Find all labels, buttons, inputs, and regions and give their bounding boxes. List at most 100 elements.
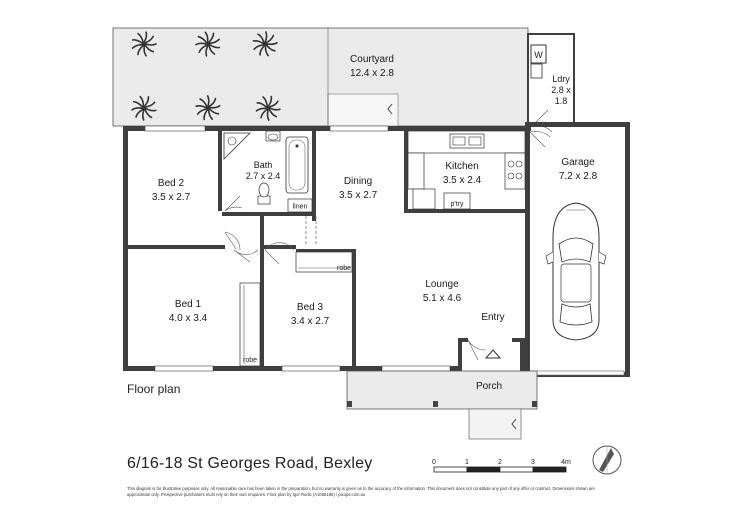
kitchen-size: 3.5 x 2.4 xyxy=(443,175,482,186)
scale-tick-1: 1 xyxy=(465,459,469,466)
wall-bath-bottom xyxy=(222,212,316,216)
wall-entry-top-left xyxy=(458,338,468,342)
toilet-icon xyxy=(257,182,271,205)
robe-bed3 xyxy=(295,251,353,273)
palm-plant-icon xyxy=(195,31,221,57)
courtyard-gate xyxy=(387,103,393,115)
palm-plant-icon xyxy=(252,31,278,57)
scale-bar: 0 1 2 3 4m xyxy=(432,459,571,473)
window-lounge xyxy=(381,365,451,372)
bed3-name: Bed 3 xyxy=(297,302,324,313)
disclaimer-text: This diagram is for illustrative purpose… xyxy=(127,486,595,497)
linen-cupboard xyxy=(287,198,313,213)
lounge-size: 5.1 x 4.6 xyxy=(423,293,462,304)
courtyard-paving xyxy=(327,93,399,127)
bed3-size: 3.4 x 2.7 xyxy=(291,316,330,327)
bed3-door xyxy=(264,242,295,265)
palm-plant-icon xyxy=(131,31,281,121)
wall-hall-bottom xyxy=(260,245,296,249)
bathtub-icon xyxy=(285,136,309,194)
wall-entry-left xyxy=(458,340,462,371)
palm-plant-icon xyxy=(131,31,157,57)
laundry-name: Ldry xyxy=(552,74,570,84)
north-arrow-icon xyxy=(592,445,622,475)
washer-icon xyxy=(530,44,547,64)
window-bed3 xyxy=(281,365,341,372)
bath-size: 2.7 x 2.4 xyxy=(246,171,281,181)
laundry-size-a: 2.8 x xyxy=(551,85,571,95)
bed1-size: 4.0 x 3.4 xyxy=(169,313,208,324)
linen-label: linen xyxy=(293,204,308,211)
robe-bed1-label: robe xyxy=(243,357,257,364)
basin-icon xyxy=(265,130,281,142)
porch-paving xyxy=(468,408,522,440)
entry-name: Entry xyxy=(481,312,504,323)
wall-top-right xyxy=(404,126,531,131)
wall-hall xyxy=(260,212,264,250)
dining-size: 3.5 x 2.7 xyxy=(339,190,378,201)
courtyard-name: Courtyard xyxy=(350,54,394,65)
laundry-size-b: 1.8 xyxy=(555,96,568,106)
wall-kitchen-bottom xyxy=(404,209,525,213)
wall-entry-right xyxy=(520,340,525,371)
tub-icon xyxy=(530,63,543,79)
scale-tick-3: 3 xyxy=(531,459,535,466)
bath-door xyxy=(224,195,243,212)
wall-top-left xyxy=(123,126,312,131)
wall-bath-dining xyxy=(312,131,316,221)
vanity-icon xyxy=(223,132,251,160)
scale-tick-2: 2 xyxy=(498,459,502,466)
bed1-name: Bed 1 xyxy=(175,299,202,310)
entry-door xyxy=(467,339,487,361)
cooktop-icon xyxy=(507,160,523,180)
entry-arrow-icon xyxy=(484,349,502,359)
kitchen-bench-left xyxy=(407,152,425,190)
lounge-name: Lounge xyxy=(425,279,459,290)
palm-plant-icon xyxy=(255,95,281,121)
robe-bed1 xyxy=(239,282,261,367)
garage-door xyxy=(530,370,625,376)
garage-door-internal xyxy=(529,131,551,148)
kitchen-name: Kitchen xyxy=(445,161,478,172)
wall-garage-right xyxy=(625,122,630,377)
wall-kitchen-left xyxy=(404,131,408,213)
palm-plant-icon xyxy=(195,95,221,121)
window-bed1 xyxy=(154,365,214,372)
robe-bed3-label: robe xyxy=(337,265,351,272)
bed2-door xyxy=(224,231,241,251)
porch-name: Porch xyxy=(476,381,502,392)
wall-bed3-lounge xyxy=(352,249,356,367)
sliding-door-dining xyxy=(329,125,389,132)
address-title: 6/16-18 St Georges Road, Bexley xyxy=(127,455,373,472)
porch-area xyxy=(346,370,538,410)
bed1-door xyxy=(233,249,259,263)
palm-plant-icon xyxy=(131,95,157,121)
scale-tick-0: 0 xyxy=(432,459,436,466)
dining-name: Dining xyxy=(344,176,372,187)
garage-size: 7.2 x 2.8 xyxy=(559,171,598,182)
wall-bed2-bottom xyxy=(123,245,225,249)
bed2-size: 3.5 x 2.7 xyxy=(152,192,191,203)
kitchen-side-bench xyxy=(504,152,526,190)
scale-tick-4: 4m xyxy=(561,459,571,466)
floor-plan-caption: Floor plan xyxy=(127,382,181,396)
fridge-space xyxy=(412,188,436,210)
wall-bed3-top xyxy=(296,249,356,252)
wall-bed2-bath xyxy=(218,131,222,211)
sink-icon xyxy=(449,133,485,149)
car-icon xyxy=(545,202,607,341)
courtyard-area xyxy=(112,27,529,127)
pantry-label: p'try xyxy=(450,201,464,208)
wall-bed1-bed3 xyxy=(260,249,264,367)
courtyard-size: 12.4 x 2.8 xyxy=(350,68,394,79)
washer-label: W xyxy=(534,50,543,60)
pantry xyxy=(443,192,471,210)
wall-lounge-garage xyxy=(525,126,530,371)
wall-entry-top-right xyxy=(512,338,525,342)
window-bed2 xyxy=(144,125,206,132)
bed2-name: Bed 2 xyxy=(158,178,185,189)
garage-name: Garage xyxy=(561,157,595,168)
wall-garage-top xyxy=(525,122,630,127)
bath-name: Bath xyxy=(254,160,273,170)
